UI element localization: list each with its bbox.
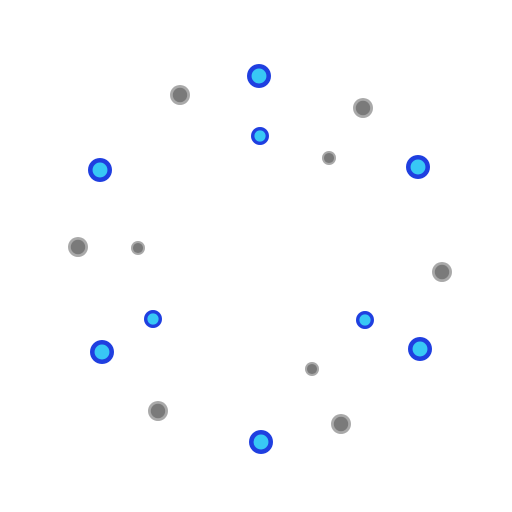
dot-core [412,341,428,357]
dot-core [132,242,144,254]
inner-dot-2-unselected[interactable] [322,151,336,165]
outer-dot-11-selected[interactable] [88,158,112,182]
dot-core [254,130,266,142]
outer-dot-9-selected[interactable] [90,340,114,364]
dot-core [410,159,426,175]
dot-core [92,162,108,178]
outer-dot-6-unselected[interactable] [331,414,351,434]
outer-dot-3-selected[interactable] [406,155,430,179]
outer-dot-7-selected[interactable] [249,430,273,454]
dot-core [70,239,86,255]
outer-dot-12-unselected[interactable] [170,85,190,105]
dot-core [94,344,110,360]
dot-core [147,313,159,325]
dot-core [359,314,371,326]
outer-dot-1-selected[interactable] [247,64,271,88]
dot-core [434,264,450,280]
outer-dot-4-unselected[interactable] [432,262,452,282]
dot-core [172,87,188,103]
dot-core [251,68,267,84]
dot-core [355,100,371,116]
inner-dot-4-unselected[interactable] [305,362,319,376]
inner-dot-5-selected[interactable] [144,310,162,328]
dot-core [253,434,269,450]
outer-dot-2-unselected[interactable] [353,98,373,118]
dot-core [323,152,335,164]
inner-dot-1-selected[interactable] [251,127,269,145]
dot-core [333,416,349,432]
inner-dot-3-selected[interactable] [356,311,374,329]
outer-dot-5-selected[interactable] [408,337,432,361]
inner-dot-6-unselected[interactable] [131,241,145,255]
dot-core [150,403,166,419]
outer-dot-10-unselected[interactable] [68,237,88,257]
outer-dot-8-unselected[interactable] [148,401,168,421]
dot-core [306,363,318,375]
